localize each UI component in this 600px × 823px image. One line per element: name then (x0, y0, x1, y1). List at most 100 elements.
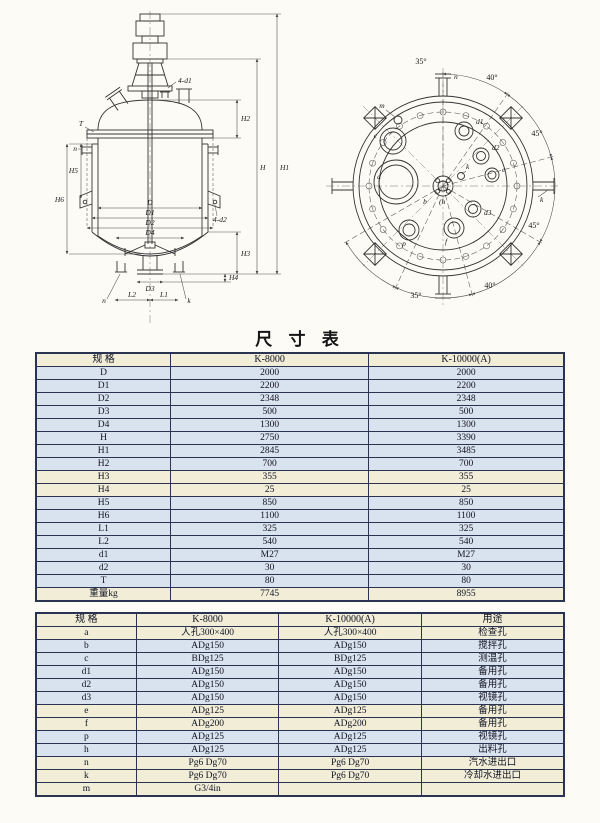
label-port-a: a (377, 172, 381, 181)
label-angle-40-bottomright: 40° (484, 281, 495, 290)
table-cell: D1 (35, 379, 172, 393)
table-cell: 325 (170, 522, 370, 536)
column-header: K-8000 (135, 612, 280, 627)
table-cell: 测温孔 (420, 652, 565, 666)
table-cell: ADg150 (278, 678, 422, 692)
table-cell: L1 (35, 522, 172, 536)
table-cell: 备用孔 (420, 704, 565, 718)
radial-centerline (442, 185, 474, 299)
support-lugs (79, 190, 221, 209)
table-cell: 备用孔 (420, 665, 565, 679)
label-d: D (146, 198, 153, 207)
table-cell: H1 (35, 444, 172, 458)
table-cell: D4 (35, 418, 172, 432)
flange-circles (352, 95, 534, 277)
table-cell: ADg150 (278, 665, 422, 679)
label-port-b: b (423, 197, 427, 206)
table-cell: ADg125 (278, 743, 422, 757)
table-cell: Pg6 Dg70 (135, 756, 280, 770)
label-port-p: p (401, 239, 406, 248)
bolt-hole (369, 159, 376, 167)
bolt-hole (499, 226, 507, 233)
table-cell: k (35, 769, 137, 783)
table-cell: 人孔300×400 (135, 626, 280, 640)
table-cell: 2000 (368, 366, 565, 380)
table-cell: 30 (170, 561, 370, 575)
bolt-hole (483, 242, 490, 250)
table-cell: H2 (35, 457, 172, 471)
leader-lines (385, 109, 549, 198)
table-cell: 出料孔 (420, 743, 565, 757)
table-cell (420, 782, 565, 797)
table-cell: ADg150 (135, 665, 280, 679)
table-cell: e (35, 704, 137, 718)
table-cell: h (35, 743, 137, 757)
table-cell: 25 (368, 483, 565, 497)
column-header: K-10000(A) (278, 612, 422, 627)
label-port-n: n (454, 72, 458, 81)
table-cell: p (35, 730, 137, 744)
radial-centerline (442, 185, 544, 245)
table-cell: d2 (35, 678, 137, 692)
label-l1: L1 (159, 290, 168, 299)
label-h: H (259, 163, 266, 172)
table-cell: ADg150 (278, 691, 422, 705)
bolt-hole (379, 226, 387, 233)
top-view-drawing: a b (h c d1 d2 e k k d3 f p m n 35° 40° … (326, 57, 560, 306)
label-angle-40-topright: 40° (486, 73, 497, 82)
label-port-f: f (445, 237, 448, 246)
radial-centerline (442, 155, 556, 187)
table-cell: 2200 (368, 379, 565, 393)
table-cell: Pg6 Dg70 (278, 769, 422, 783)
table-cell: 搅拌孔 (420, 639, 565, 653)
label-h5: H5 (68, 166, 78, 175)
label-angle-45-right-upper: 45° (531, 129, 542, 138)
bolt-hole (365, 182, 373, 190)
column-header: 规 格 (35, 612, 137, 627)
column-header: 规 格 (35, 352, 172, 367)
table-cell: 备用孔 (420, 717, 565, 731)
label-angle-35-top: 35° (415, 57, 426, 66)
agitator-motor (132, 13, 168, 64)
table-cell: 1100 (368, 509, 565, 523)
table-cell: G3/4in (135, 782, 280, 797)
table-cell: 2200 (170, 379, 370, 393)
table-cell: M27 (368, 548, 565, 562)
nozzle-ports (379, 115, 500, 241)
table-cell: Pg6 Dg70 (278, 756, 422, 770)
label-port-h: (h (439, 197, 445, 206)
table-cell: H4 (35, 483, 172, 497)
table-cell: BDg125 (135, 652, 280, 666)
table-cell: 重量kg (35, 587, 172, 602)
table-cell: 80 (368, 574, 565, 588)
label-n-bottom: n (102, 296, 106, 305)
label-port-k: k (466, 162, 470, 171)
table-cell: 汽水进出口 (420, 756, 565, 770)
label-angle-35-bottom: 35° (410, 291, 421, 300)
bolt-hole (513, 182, 521, 190)
table-cell: ADg125 (135, 730, 280, 744)
radial-centerline (342, 185, 444, 245)
table-cell: b (35, 639, 137, 653)
table-cell: ADg125 (135, 704, 280, 718)
label-h4: H4 (228, 273, 238, 282)
bolt-hole (462, 253, 470, 260)
table-cell: 1300 (368, 418, 565, 432)
label-k-bottom: k (187, 296, 191, 305)
label-d4: D4 (144, 228, 154, 237)
table-cell: 30 (368, 561, 565, 575)
